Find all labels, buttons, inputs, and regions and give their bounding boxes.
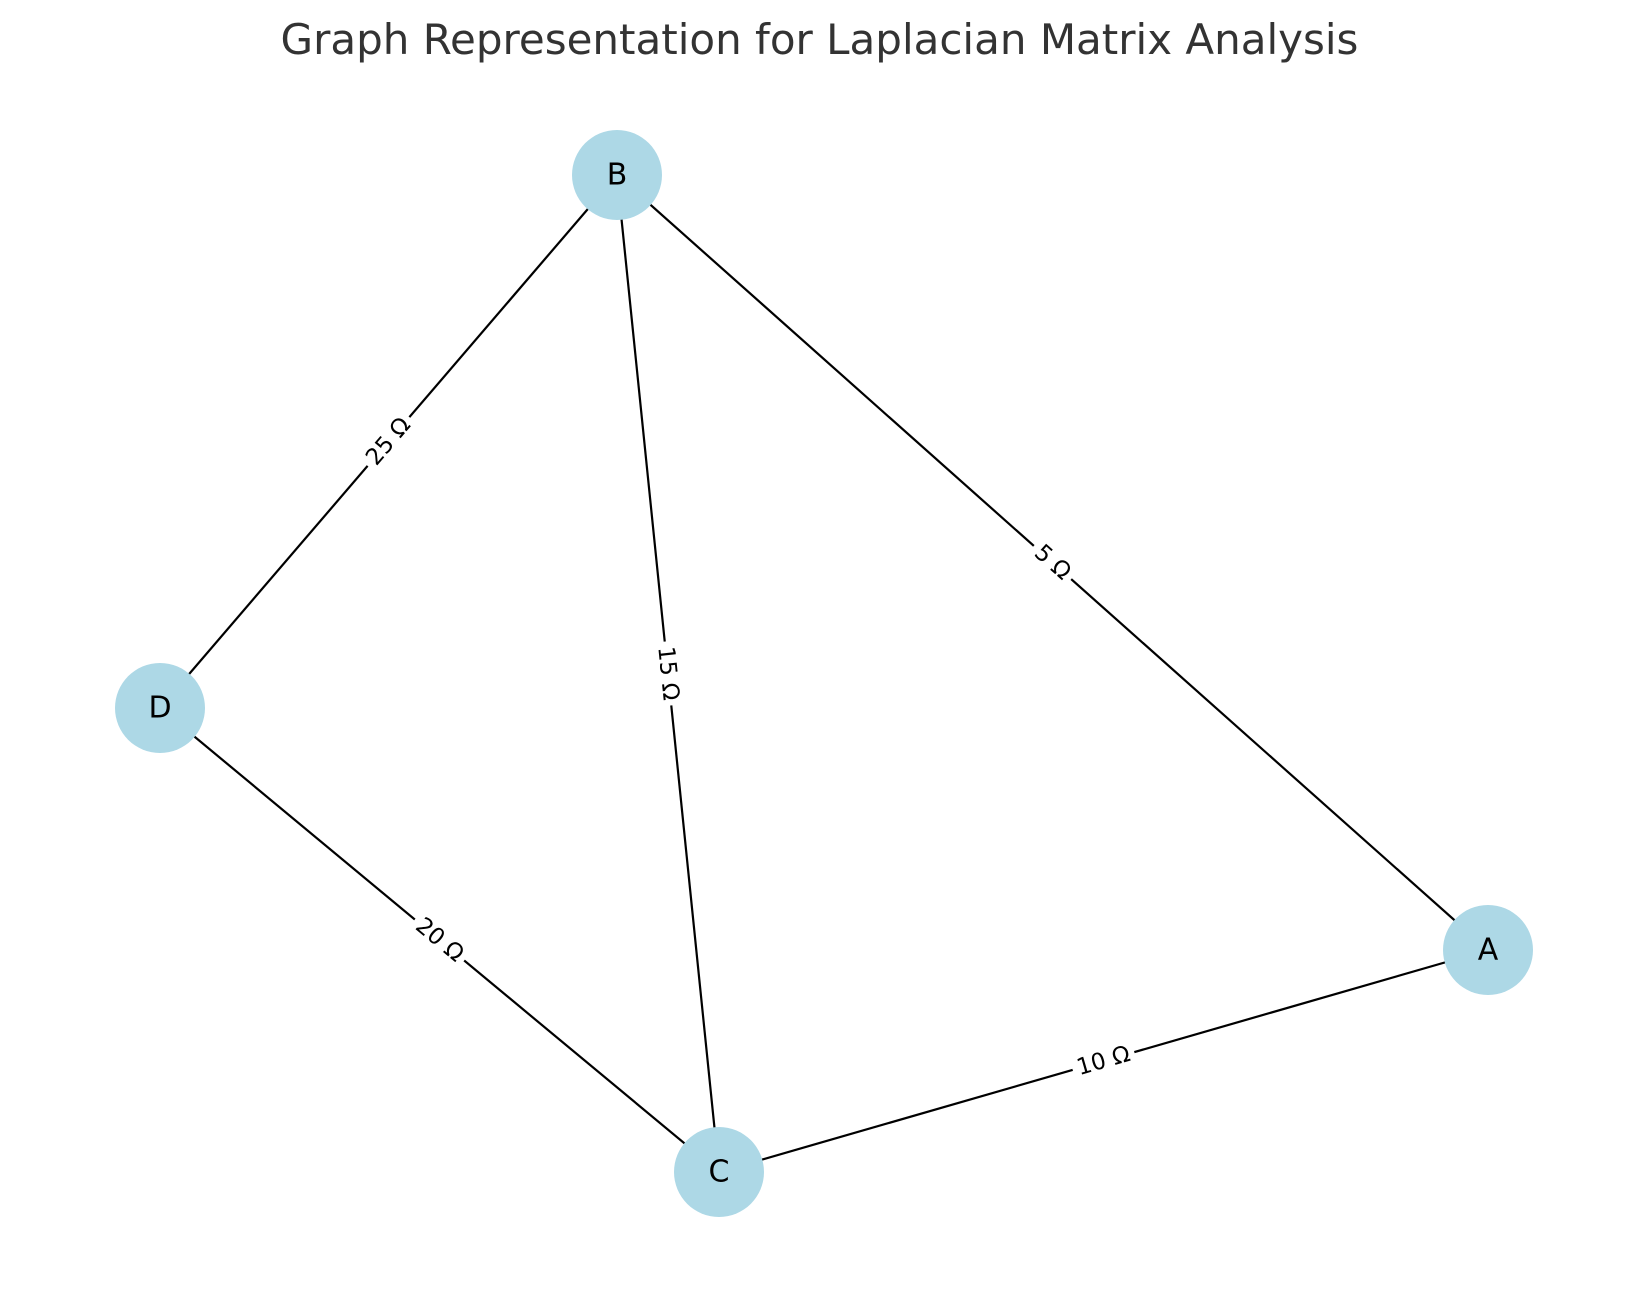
edge-d-c: 20 Ω bbox=[159, 707, 720, 1173]
nodes-layer: A B C D bbox=[115, 130, 1533, 1217]
edge-label-background bbox=[1068, 1037, 1139, 1085]
edges-layer: 5 Ω 10 Ω 15 Ω 20 Ω 25 Ω bbox=[159, 174, 1489, 1174]
node-d: D bbox=[115, 663, 205, 753]
edge-b-d: 25 Ω bbox=[159, 174, 618, 709]
edge-label-background bbox=[405, 907, 474, 973]
edge-label-background bbox=[1023, 534, 1082, 591]
node-b: B bbox=[572, 130, 662, 220]
edge-label-group: 20 Ω bbox=[405, 907, 474, 973]
node-c: C bbox=[674, 1127, 764, 1217]
edge-label-background bbox=[356, 407, 421, 476]
node-circle bbox=[115, 663, 205, 753]
edge-b-c: 15 Ω bbox=[615, 174, 721, 1173]
edge-label: 15 Ω bbox=[652, 645, 683, 702]
node-circle bbox=[674, 1127, 764, 1217]
node-circle bbox=[1443, 905, 1533, 995]
node-label: B bbox=[607, 158, 628, 193]
edge-label-group: 25 Ω bbox=[356, 407, 421, 476]
edge-label-group: 15 Ω bbox=[649, 640, 687, 707]
edge-label-background bbox=[649, 640, 687, 707]
node-circle bbox=[572, 130, 662, 220]
node-a: A bbox=[1443, 905, 1533, 995]
diagram-title: Graph Representation for Laplacian Matri… bbox=[281, 15, 1359, 64]
edge-label-group: 5 Ω bbox=[1023, 534, 1082, 591]
edge-b-a: 5 Ω bbox=[616, 174, 1489, 951]
node-label: C bbox=[709, 1155, 730, 1190]
node-label: D bbox=[148, 691, 171, 726]
edge-a-c: 10 Ω bbox=[718, 948, 1489, 1174]
edge-label-group: 10 Ω bbox=[1068, 1037, 1139, 1085]
node-label: A bbox=[1478, 933, 1499, 968]
